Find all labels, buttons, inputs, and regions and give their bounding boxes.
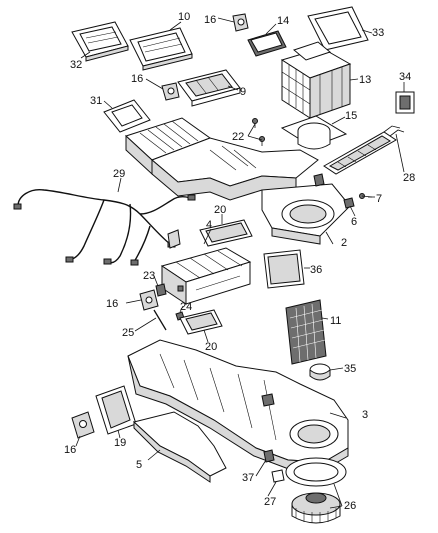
part-23-clip — [155, 283, 167, 297]
callout-label: 2 — [341, 237, 347, 249]
callout-label: 34 — [399, 71, 411, 83]
callout-label: 16 — [64, 444, 76, 456]
part-9-filter-tray — [177, 69, 241, 107]
part-16-actuator-lower — [139, 289, 159, 311]
callout-label: 13 — [359, 74, 371, 86]
part-6-sensor — [343, 197, 355, 209]
part-36-filter-pad — [263, 249, 305, 289]
callout-label: 35 — [344, 363, 356, 375]
callout-label: 23 — [143, 270, 155, 282]
part-35-puck — [309, 363, 331, 381]
part-20-door-upper — [199, 219, 253, 247]
part-31-seal-frame — [103, 99, 151, 133]
callout-label: 20 — [205, 341, 217, 353]
callout-label: 3 — [362, 409, 368, 421]
part-10-filter-frame — [129, 27, 193, 71]
callout-label: 33 — [372, 27, 384, 39]
part-29-wiring-harness — [13, 189, 196, 266]
part-5-duct — [132, 411, 227, 483]
part-28-heater-core — [323, 125, 405, 175]
part-34-module — [395, 91, 415, 114]
part-4-door-module — [160, 247, 252, 305]
part-16-actuator-bottom — [71, 411, 95, 439]
callout-label: 14 — [277, 15, 289, 27]
part-11-grille — [285, 299, 327, 365]
part-3-lower-case — [127, 339, 349, 471]
callout-label: 37 — [242, 472, 254, 484]
callout-label: 36 — [310, 264, 322, 276]
callout-label: 20 — [214, 204, 226, 216]
callout-label: 32 — [70, 59, 82, 71]
part-7-fastener — [359, 193, 373, 199]
callout-label: 26 — [344, 500, 356, 512]
callout-label: 25 — [122, 327, 134, 339]
part-27-connector — [271, 469, 285, 483]
part-26-blower-motor — [285, 457, 347, 524]
part-32-filter-frame — [71, 21, 129, 62]
callout-label: 7 — [376, 193, 382, 205]
part-16-actuator-mid — [161, 82, 180, 101]
part-19-filter-door — [95, 385, 137, 435]
callouts: 32 10 16 14 33 16 9 13 34 31 22 15 28 29… — [64, 11, 415, 512]
part-16-actuator-top — [232, 13, 249, 32]
callout-label: 31 — [90, 95, 102, 107]
callout-label: 29 — [113, 168, 125, 180]
callout-label: 11 — [330, 315, 341, 327]
callout-label: 9 — [240, 86, 246, 98]
callout-label: 16 — [131, 73, 143, 85]
callout-label: 5 — [136, 459, 142, 471]
part-15-seal-ring — [280, 115, 348, 150]
callout-label: 24 — [180, 301, 192, 313]
callout-label: 15 — [345, 110, 357, 122]
callout-label: 6 — [351, 216, 357, 228]
part-14-filter-panel — [247, 30, 287, 57]
part-37-sensor — [263, 449, 275, 463]
callout-label: 10 — [178, 11, 190, 23]
part-13-housing-box — [280, 41, 352, 119]
leader-lines — [75, 17, 405, 509]
callout-label: 4 — [206, 219, 212, 231]
part-22-screws — [252, 118, 265, 146]
callout-label: 22 — [232, 131, 244, 143]
callout-label: 16 — [204, 14, 216, 26]
part-20-door-lower — [179, 309, 223, 335]
callout-label: 28 — [403, 172, 415, 184]
part-33-gasket-frame — [307, 6, 369, 51]
callout-label: 16 — [106, 298, 118, 310]
callout-label: 27 — [264, 496, 276, 508]
part-2-upper-case — [125, 117, 351, 245]
part-25-rod — [153, 309, 167, 331]
callout-label: 19 — [114, 437, 126, 449]
